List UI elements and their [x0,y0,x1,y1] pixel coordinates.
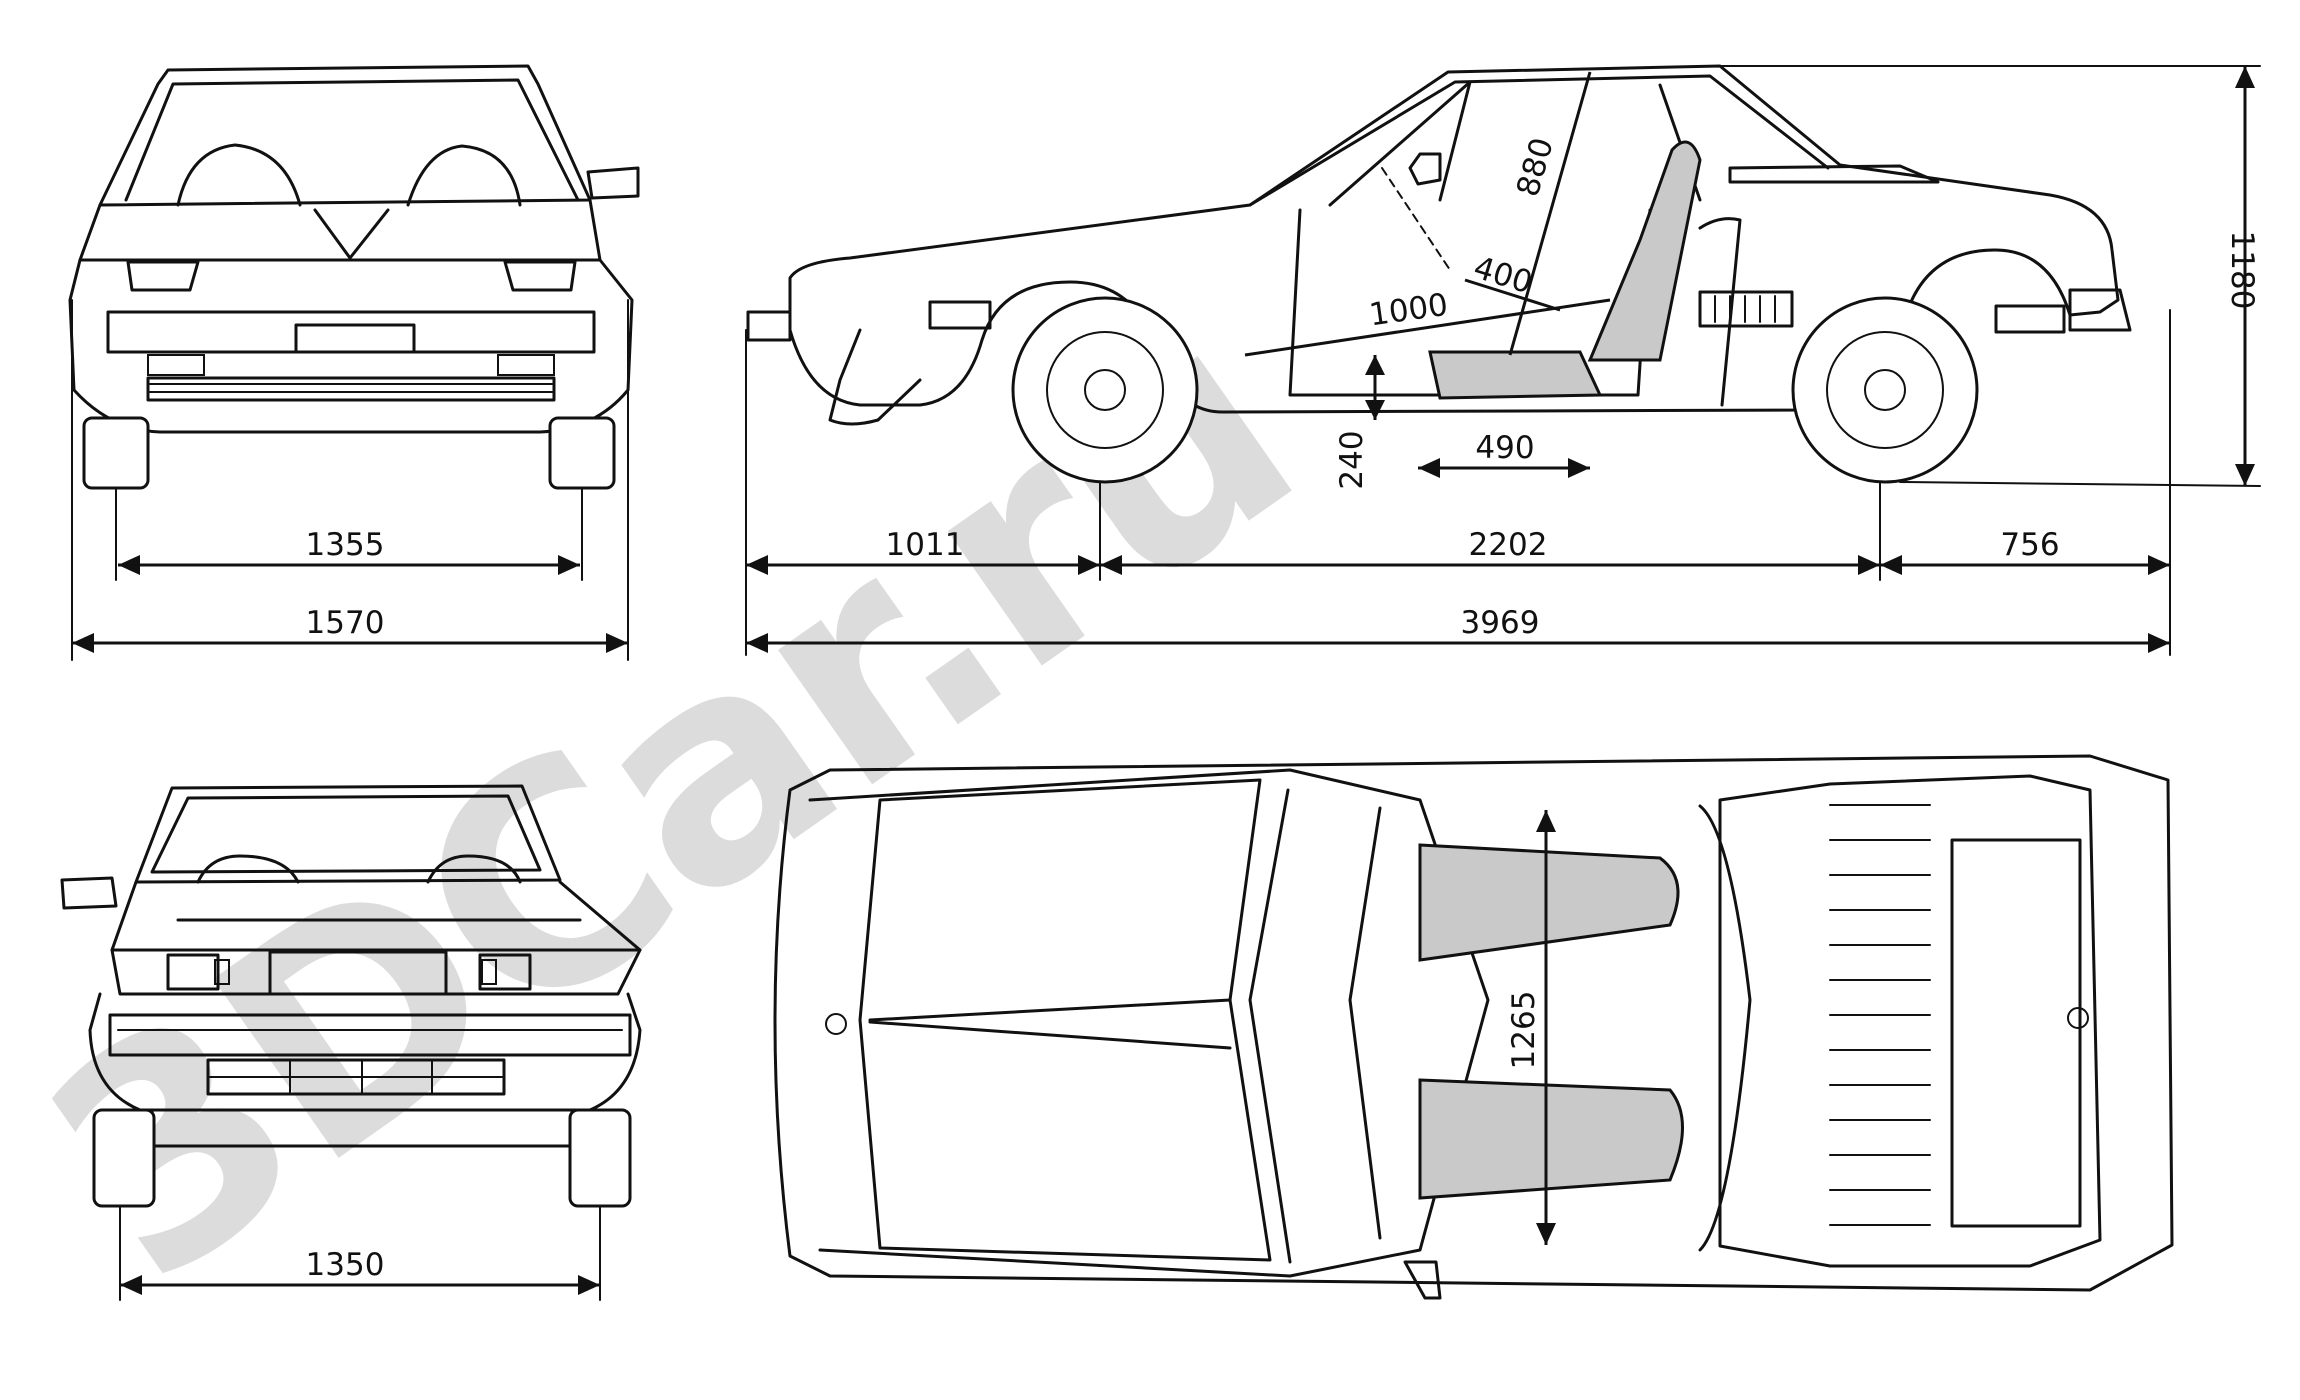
seat-back-value: 400 [1469,250,1536,302]
dimension-seat-height: 240 [1334,355,1385,490]
dimension-interior-width: 1265 [1506,810,1556,1245]
dimension-front-overhang: 1011 [746,527,1100,575]
top-view [773,754,2174,1300]
dimension-seat-cushion: 490 [1418,430,1590,478]
seat-height-value: 240 [1334,430,1370,489]
seat-cushion-value: 490 [1475,430,1534,466]
wheelbase-value: 2202 [1469,527,1548,563]
front-track-value: 1355 [306,527,385,563]
front-overhang-value: 1011 [886,527,965,563]
rear-track-value: 1350 [306,1247,385,1283]
rear-view [60,784,642,1301]
dimension-front-track: 1355 [118,527,580,575]
headroom-value: 880 [1510,134,1561,201]
dimension-rear-overhang: 756 [1880,527,2170,575]
interior-width-value: 1265 [1506,991,1542,1070]
front-view [68,64,640,661]
dimension-rear-track: 1350 [120,1247,600,1295]
overall-width-value: 1570 [306,605,385,641]
dimension-wheelbase: 2202 [1100,527,1880,575]
rear-overhang-value: 756 [2000,527,2059,563]
side-view [745,64,2261,656]
dimension-overall-length: 3969 [746,605,2170,653]
overall-height-value: 1180 [2224,231,2260,310]
dimension-overall-height: 1180 [2224,66,2260,486]
dimension-overall-width: 1570 [72,605,628,653]
overall-length-value: 3969 [1461,605,1540,641]
